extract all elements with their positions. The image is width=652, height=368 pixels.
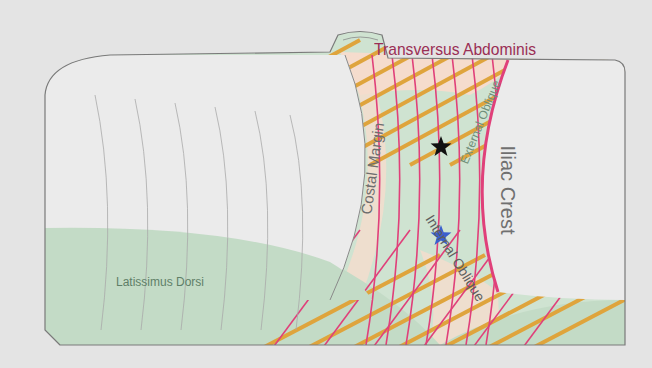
part-label: Iliac Crest	[498, 146, 518, 235]
black-star	[431, 136, 452, 156]
iliac-region	[482, 60, 625, 300]
rib-lines	[95, 95, 303, 330]
costal-margin-line	[330, 55, 365, 300]
rib-line	[215, 107, 228, 330]
rib-line	[175, 103, 188, 330]
latissimus-dorsi-muscle	[45, 228, 372, 300]
arm-line	[343, 37, 378, 40]
fiber	[386, 55, 400, 345]
rib-line	[290, 115, 303, 330]
rib-line	[135, 99, 148, 330]
part-label: Latissimus Dorsi	[116, 276, 204, 288]
fiber	[406, 55, 420, 345]
part-label: Transversus Abdominis	[374, 41, 536, 58]
rib-line	[255, 111, 268, 330]
rib-line	[95, 95, 108, 330]
body-outline	[45, 32, 625, 346]
fiber	[426, 55, 440, 345]
